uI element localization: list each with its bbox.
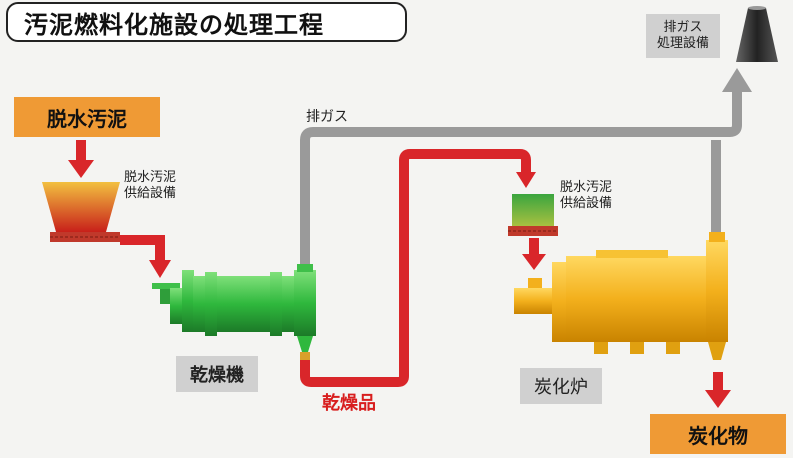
dried-product-label: 乾燥品 bbox=[322, 393, 376, 414]
exhaust-route-label: 排ガス bbox=[306, 109, 348, 125]
feeder2-label-line2: 供給設備 bbox=[560, 196, 613, 211]
arrow-feeder-to-furnace bbox=[522, 238, 546, 270]
sludge-feeder-2 bbox=[508, 194, 558, 236]
feeder2-label-line1: 脱水汚泥 bbox=[560, 180, 613, 195]
arrow-sludge-to-feeder bbox=[68, 140, 94, 178]
exhaust-stack bbox=[736, 6, 778, 62]
exhaust-treatment-line2: 処理設備 bbox=[656, 36, 709, 51]
output-label: 炭化物 bbox=[650, 414, 786, 454]
feeder1-label-line2: 供給設備 bbox=[124, 186, 177, 201]
feeder1-label: 脱水汚泥 供給設備 bbox=[124, 170, 176, 202]
dryer-label: 乾燥機 bbox=[176, 356, 258, 392]
arrow-feeder-to-dryer bbox=[120, 235, 171, 278]
diagram-title: 汚泥燃料化施設の処理工程 bbox=[6, 2, 407, 42]
arrow-dried-product bbox=[300, 149, 536, 387]
exhaust-treatment-label: 排ガス 処理設備 bbox=[646, 14, 720, 58]
carbonizer-furnace bbox=[514, 232, 728, 360]
arrow-furnace-to-output bbox=[705, 372, 731, 408]
sludge-feeder-1 bbox=[42, 182, 120, 242]
feeder2-label: 脱水汚泥 供給設備 bbox=[560, 180, 612, 212]
exhaust-route-dryer bbox=[300, 68, 752, 270]
exhaust-treatment-line1: 排ガス bbox=[663, 20, 703, 35]
input-label: 脱水汚泥 bbox=[14, 97, 160, 137]
feeder1-label-line1: 脱水汚泥 bbox=[124, 170, 177, 185]
carbonizer-label: 炭化炉 bbox=[520, 368, 602, 404]
dryer-machine bbox=[152, 264, 316, 362]
